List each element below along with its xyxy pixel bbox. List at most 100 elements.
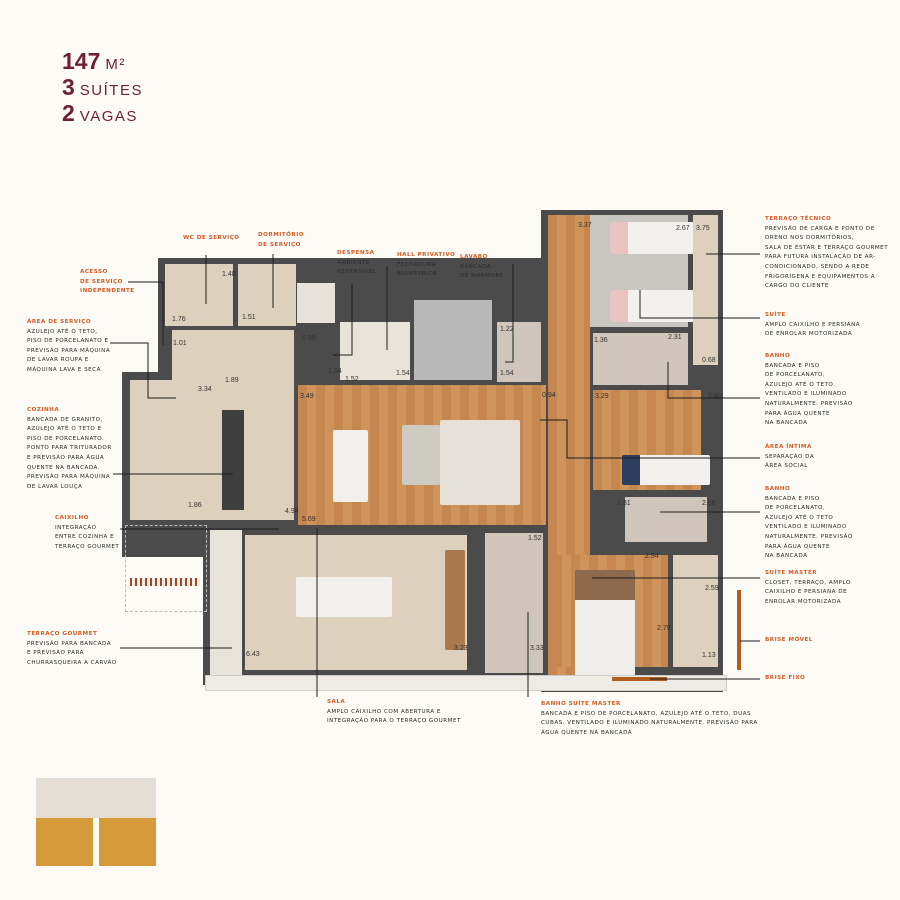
callout-body: PREVISÃO PARA BANCADA E PREVISÃO PARA CH… xyxy=(27,640,117,666)
dimension-label: 1.34 xyxy=(328,368,342,375)
room-banho-suite-master xyxy=(485,533,543,673)
dimension-label: 2.79 xyxy=(657,625,671,632)
callout-title: BRISE MÓVEL xyxy=(765,637,813,643)
dimension-label: 3.49 xyxy=(300,393,314,400)
dimension-label: 3.75 xyxy=(696,225,710,232)
gourmet-planter xyxy=(445,550,465,650)
bed-3 xyxy=(622,455,710,485)
dimension-label: 0.94 xyxy=(542,392,556,399)
room-banho-2 xyxy=(625,497,707,542)
key-plan-upper xyxy=(36,778,156,818)
callout-acesso: ACESSO DE SERVIÇO INDEPENDENTE xyxy=(80,268,135,297)
sofa xyxy=(402,425,440,485)
caixilho-opening xyxy=(125,525,207,612)
callout-title: DORMITÓRIO DE SERVIÇO xyxy=(258,232,305,248)
dimension-label: 1.54 xyxy=(500,370,514,377)
callout-title: SUÍTE xyxy=(765,312,786,318)
area-unit: M² xyxy=(105,56,126,73)
callout-title: TERRAÇO GOURMET xyxy=(27,631,98,637)
dimension-label: 3.37 xyxy=(578,222,592,229)
dimension-label: 2.66 xyxy=(702,500,716,507)
callout-title: TERRAÇO TÉCNICO xyxy=(765,216,832,222)
room-closet-servico xyxy=(297,283,335,323)
callout-title: ÁREA DE SERVIÇO xyxy=(27,319,92,325)
callout-suite: SUÍTE AMPLO CAIXILHO E PERSIANA DE ENROLA… xyxy=(765,311,860,340)
room-wc-servico xyxy=(165,264,233,326)
room-terraco-gourmet-service xyxy=(210,530,242,675)
dining-table xyxy=(333,430,368,502)
dimension-label: 1.22 xyxy=(500,326,514,333)
dimension-label: 1.76 xyxy=(172,316,186,323)
dimension-label: 6.43 xyxy=(246,651,260,658)
dimension-label: 1.51 xyxy=(242,314,256,321)
dimension-label: 1.13 xyxy=(702,652,716,659)
dimension-label: 2.31 xyxy=(668,334,682,341)
leader-suite xyxy=(639,290,760,319)
suites-label: SUÍTES xyxy=(79,82,143,99)
callout-body: AMPLO CAIXILHO COM ABERTURA E INTEGRAÇÃO… xyxy=(327,708,461,725)
callout-body: AMPLO CAIXILHO E PERSIANA DE ENROLAR MOT… xyxy=(765,321,861,338)
dimension-label: 0.68 xyxy=(702,357,716,364)
callout-title: BANHO xyxy=(765,486,791,492)
dimension-label: 1.48 xyxy=(222,271,236,278)
dimension-label: 1.31 xyxy=(617,500,631,507)
callout-body: BANCADA E PISO DE PORCELANATO, AZULEJO A… xyxy=(765,362,853,427)
room-terraco-tecnico xyxy=(693,215,718,365)
callout-title: COZINHA xyxy=(27,407,60,413)
callout-title: SALA xyxy=(327,699,346,705)
callout-title: LAVABO xyxy=(460,254,488,260)
dimension-label: 0.99 xyxy=(302,335,316,342)
room-dormitorio-servico xyxy=(238,264,296,326)
master-bed xyxy=(575,570,635,685)
callout-body: PREVISÃO DE CARGA E PONTO DE DRENO NOS D… xyxy=(765,225,889,290)
callout-title: ACESSO DE SERVIÇO INDEPENDENTE xyxy=(80,269,135,295)
dimension-label: 5.69 xyxy=(302,516,316,523)
room-hall-privativo xyxy=(414,300,492,380)
key-plan-highlight-right xyxy=(99,818,156,866)
dimension-label: 1.52 xyxy=(528,535,542,542)
callout-banho-1: BANHO BANCADA E PISO DE PORCELANATO, AZUL… xyxy=(765,352,853,429)
callout-title: SUÍTE MASTER xyxy=(765,570,818,576)
area-number: 147 xyxy=(62,48,101,74)
callout-wc-servico: WC DE SERVIÇO xyxy=(183,234,240,244)
callout-area-servico: ÁREA DE SERVIÇO AZULEJO ATÉ O TETO, PISO … xyxy=(27,318,110,376)
leader-acesso xyxy=(128,281,164,345)
callout-body: AZULEJO ATÉ O TETO, PISO DE PORCELANATO … xyxy=(27,328,111,373)
dimension-label: 1.86 xyxy=(188,502,202,509)
callout-body: INTEGRAÇÃO ENTRE COZINHA E TERRAÇO GOURM… xyxy=(55,524,120,550)
parking-label: VAGAS xyxy=(79,108,138,125)
room-terraco-master xyxy=(673,555,718,667)
callout-title: HALL PRIVATIVO xyxy=(397,252,456,258)
leader-area-servico xyxy=(110,342,176,399)
dimension-label: 1.36 xyxy=(594,337,608,344)
callout-body: AMBIENTE REVERSÍVEL xyxy=(337,259,377,276)
brise-movel xyxy=(737,590,741,670)
callout-title: BANHO SUÍTE MASTER xyxy=(541,701,621,707)
dimension-label: 3.34 xyxy=(198,386,212,393)
living-rug xyxy=(440,420,520,505)
callout-body: CLOSET, TERRAÇO, AMPLO CAIXILHO E PERSIA… xyxy=(765,579,851,605)
room-area-servico xyxy=(172,330,294,380)
callout-brise-fixo: BRISE FIXO xyxy=(765,674,805,684)
parking-number: 2 xyxy=(62,100,75,126)
suites-number: 3 xyxy=(62,74,75,100)
callout-terraco-gourmet: TERRAÇO GOURMET PREVISÃO PARA BANCADA E P… xyxy=(27,630,117,668)
callout-body: BANCADA DE GRANITO, AZULEJO ATÉ O TETO E… xyxy=(27,416,112,490)
leader-area-intima xyxy=(540,419,760,459)
dimension-label: 3.33 xyxy=(530,645,544,652)
callout-cozinha: COZINHA BANCADA DE GRANITO, AZULEJO ATÉ O… xyxy=(27,406,112,492)
dimension-label: 1.01 xyxy=(173,340,187,347)
callout-title: BANHO xyxy=(765,353,791,359)
callout-sala: SALA AMPLO CAIXILHO COM ABERTURA E INTEGR… xyxy=(327,698,461,727)
